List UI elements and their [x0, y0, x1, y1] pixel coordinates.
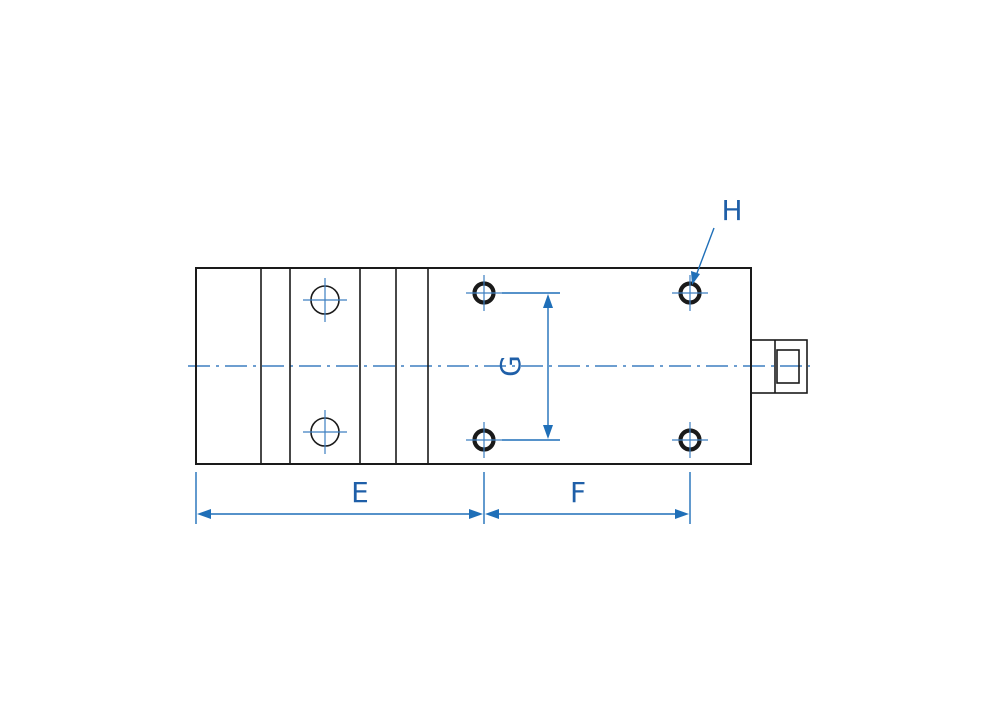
mount-hole-top-right: [672, 275, 708, 311]
dimension-f-label: F: [570, 476, 586, 509]
dimension-f: [485, 509, 689, 519]
dimension-g-label: G: [494, 355, 527, 377]
dimension-g: [502, 292, 560, 441]
mount-hole-bottom-left: [466, 422, 502, 458]
mount-hole-top-left: [466, 275, 502, 311]
leader-h: [691, 227, 715, 285]
clamp-hole-top: [303, 278, 347, 322]
hole-label-h: H: [721, 194, 742, 227]
shaft-fitting: [750, 339, 808, 394]
clamp-hole-bottom: [303, 410, 347, 454]
dimension-e-label: E: [351, 476, 369, 509]
dimension-e: [197, 509, 483, 519]
mount-hole-bottom-right: [672, 422, 708, 458]
